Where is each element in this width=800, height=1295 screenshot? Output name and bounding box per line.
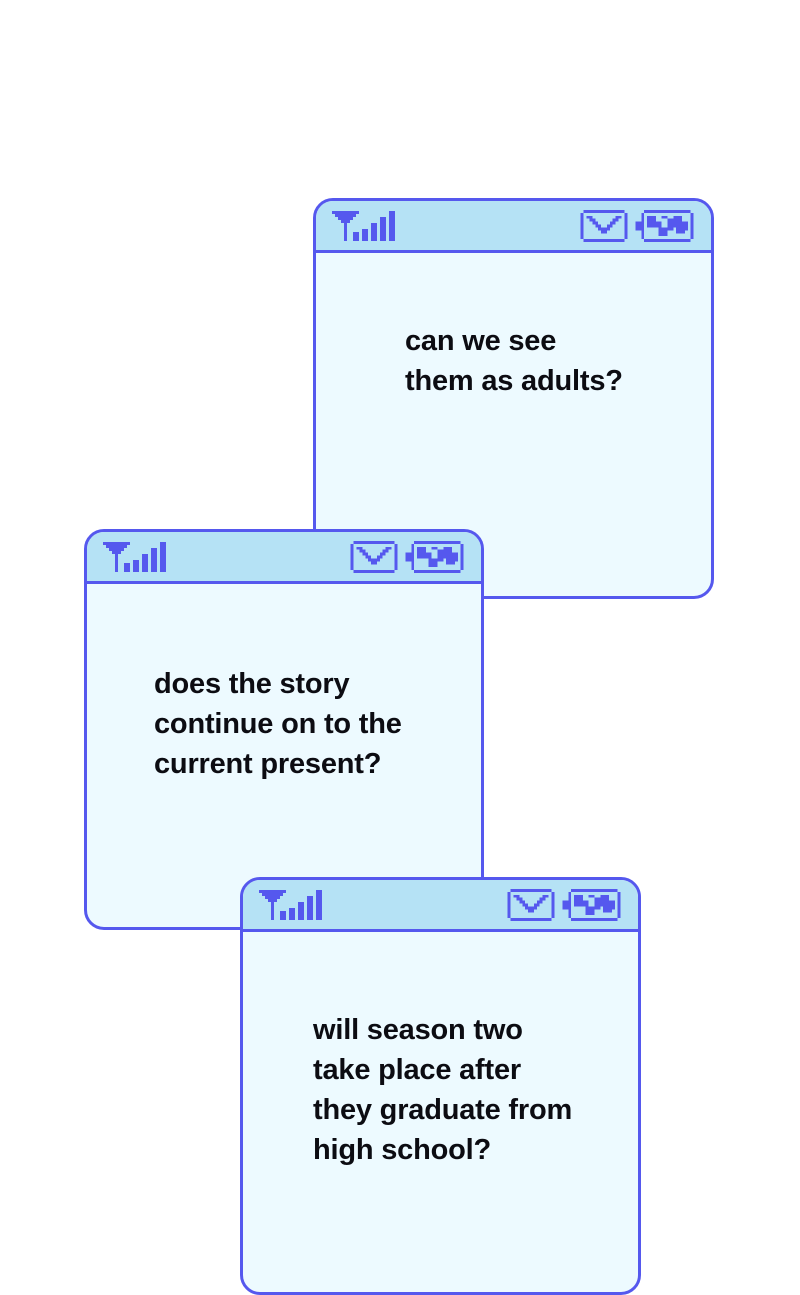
status-bar-right-group <box>350 540 467 573</box>
envelope-icon <box>350 540 398 573</box>
status-bar-left-group <box>332 210 404 241</box>
signal-bars-antenna-icon <box>259 889 322 920</box>
card-question-text: can we see them as adults? <box>405 325 623 397</box>
card-question-text: will season two take place after they gr… <box>313 1014 573 1166</box>
battery-charging-icon <box>405 540 464 573</box>
signal-bars-antenna-icon <box>332 210 395 241</box>
card-body: will season two take place after they gr… <box>243 932 638 1170</box>
status-bar <box>87 532 481 584</box>
card-body: can we see them as adults? <box>316 253 711 401</box>
battery-charging-icon <box>562 888 621 921</box>
envelope-icon <box>507 888 555 921</box>
card-question-text: does the story continue on to the curren… <box>154 668 402 780</box>
status-bar-right-group <box>507 888 624 921</box>
status-bar <box>316 201 711 253</box>
status-bar-right-group <box>580 209 697 242</box>
card-body: does the story continue on to the curren… <box>87 584 481 784</box>
signal-bars-antenna-icon <box>103 541 166 572</box>
status-bar <box>243 880 638 932</box>
message-card-2[interactable]: does the story continue on to the curren… <box>84 529 484 930</box>
message-card-3[interactable]: will season two take place after they gr… <box>240 877 641 1295</box>
status-bar-left-group <box>103 541 175 572</box>
battery-charging-icon <box>635 209 694 242</box>
envelope-icon <box>580 209 628 242</box>
status-bar-left-group <box>259 889 331 920</box>
